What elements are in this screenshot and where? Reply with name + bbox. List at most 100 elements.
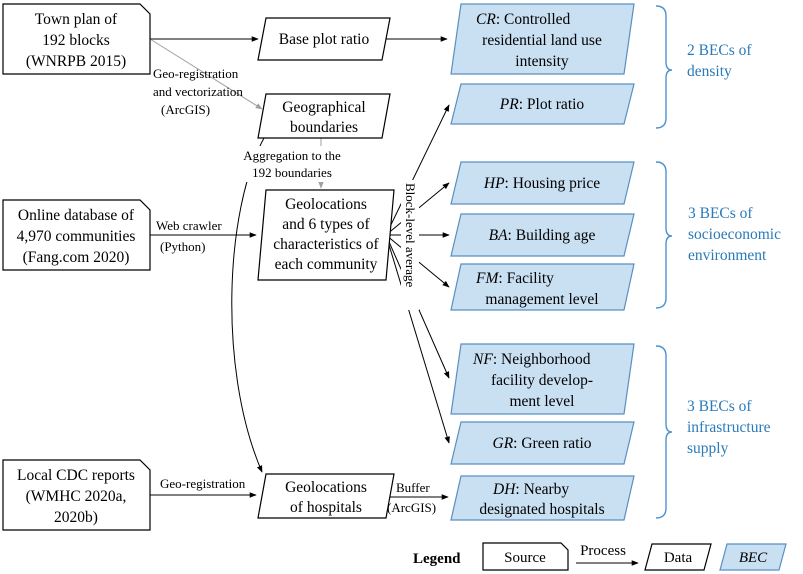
data-line: Geographical — [282, 99, 366, 116]
bec-abbr: GR — [493, 435, 514, 452]
bec-line: BA: Building age — [489, 227, 596, 244]
data-line: and 6 types of — [282, 216, 370, 233]
edges — [149, 36, 450, 500]
bec-abbr: CR — [476, 11, 496, 28]
process-web-crawler: Web crawler (Python) — [156, 218, 222, 254]
data-shape — [257, 17, 391, 61]
data-geolocations-hospitals: Geolocations of hospitals — [257, 473, 395, 519]
bec-abbr: NF — [472, 351, 493, 368]
bec-line: intensity — [515, 53, 569, 70]
edge-geoloc-pr — [385, 104, 450, 236]
process-line: Geo-registration — [160, 476, 246, 491]
group-line: 3 BECs of — [687, 398, 752, 415]
bec-cr: CR: Controlled residential land use inte… — [450, 3, 635, 75]
legend-bec-shape — [719, 543, 787, 571]
legend-source-shape — [482, 542, 569, 571]
bec-label: : Building age — [508, 227, 596, 244]
process-label-bg — [230, 146, 356, 182]
legend-data-shape — [644, 543, 712, 571]
data-line: each community — [275, 256, 378, 273]
legend-data-label: Data — [664, 550, 693, 566]
process-line: Aggregation to the — [243, 148, 341, 163]
group-bracket — [655, 161, 673, 309]
bec-line: facility develop- — [491, 372, 593, 389]
process-georeg-vectorization: Geo-registration and vectorization (ArcG… — [153, 66, 243, 117]
bec-line: GR: Green ratio — [493, 435, 592, 452]
process-line: (ArcGIS) — [161, 102, 210, 117]
edge-boundaries-hospitals — [231, 137, 265, 473]
bec-gr: GR: Green ratio — [450, 421, 635, 465]
data-shape — [257, 473, 395, 519]
process-line: 192 boundaries — [252, 165, 332, 180]
bec-line: NF: Neighborhood — [472, 351, 591, 368]
process-line: (Python) — [160, 239, 206, 254]
source-shape — [2, 3, 151, 75]
bec-label: : Neighborhood — [493, 351, 591, 368]
bec-line: management level — [485, 291, 598, 308]
bec-ba: BA: Building age — [450, 213, 635, 257]
legend-process-label: Process — [580, 543, 626, 559]
bec-line: DH: Nearby — [492, 481, 569, 498]
bec-label: : Facility — [498, 270, 554, 287]
bec-line: FM: Facility — [475, 270, 554, 287]
process-line: and vectorization — [153, 84, 243, 99]
source-shape — [2, 459, 151, 531]
source-cdc: Local CDC reports (WMHC 2020a, 2020b) — [2, 459, 151, 531]
group-bracket — [655, 345, 673, 519]
legend-bec-label: BEC — [739, 550, 768, 566]
bec-line: HP: Housing price — [483, 175, 600, 192]
data-line: boundaries — [290, 119, 358, 136]
bec-hp: HP: Housing price — [450, 161, 635, 205]
bec-shape — [450, 343, 635, 415]
source-town-plan: Town plan of 192 blocks (WNRPB 2015) — [2, 3, 151, 75]
bec-label: : Nearby — [515, 481, 569, 498]
legend-title: Legend — [413, 551, 461, 567]
data-line: Base plot ratio — [279, 31, 370, 48]
process-georeg: Geo-registration — [160, 476, 246, 491]
group-bracket — [655, 5, 673, 129]
group-line: infrastructure — [687, 419, 771, 436]
bec-label: : Plot ratio — [519, 96, 585, 113]
group-infrastructure: 3 BECs of infrastructure supply — [655, 345, 771, 519]
bec-abbr: HP — [483, 175, 505, 192]
bec-shape — [450, 421, 635, 465]
bec-abbr: BA — [489, 227, 508, 244]
bec-line: residential land use — [482, 32, 602, 49]
bec-abbr: DH — [492, 481, 516, 498]
data-geographical-boundaries: Geographical boundaries — [257, 93, 391, 139]
source-line: (WMHC 2020a, — [26, 488, 127, 505]
data-shape — [257, 93, 391, 139]
source-line: 192 blocks — [42, 32, 110, 49]
bec-line: CR: Controlled — [476, 11, 571, 28]
process-line: Buffer — [396, 480, 430, 495]
bec-label: : Green ratio — [513, 435, 592, 452]
process-line: Block-level average — [403, 183, 418, 288]
source-line: Town plan of — [35, 11, 118, 28]
process-aggregation: Aggregation to the 192 boundaries — [230, 146, 356, 182]
legend-source-label: Source — [504, 550, 546, 566]
bec-line: ment level — [510, 393, 575, 410]
bec-nf: NF: Neighborhood facility develop- ment … — [450, 343, 635, 415]
data-base-plot-ratio: Base plot ratio — [257, 17, 391, 61]
bec-label: : Housing price — [505, 175, 601, 192]
bec-abbr: FM — [475, 270, 499, 287]
group-line: 2 BECs of — [687, 42, 752, 59]
source-line: Local CDC reports — [17, 467, 135, 484]
group-density: 2 BECs of density — [655, 5, 752, 129]
group-line: 3 BECs of — [688, 205, 753, 222]
source-online-db: Online database of 4,970 communities (Fa… — [2, 199, 151, 271]
source-line: 4,970 communities — [17, 228, 136, 245]
process-buffer: Buffer (ArcGIS) — [387, 480, 436, 515]
bec-shape — [450, 161, 635, 205]
bec-shape — [450, 213, 635, 257]
source-line: Online database of — [18, 207, 135, 224]
group-line: socioeconomic — [688, 226, 781, 243]
group-line: density — [687, 63, 732, 80]
bec-label: : Controlled — [496, 11, 571, 28]
process-line: Geo-registration — [153, 66, 239, 81]
bec-shape — [450, 3, 635, 75]
process-block-level-average: Block-level average — [401, 180, 419, 310]
bec-abbr: PR — [499, 96, 519, 113]
data-line: Geolocations — [285, 196, 367, 213]
